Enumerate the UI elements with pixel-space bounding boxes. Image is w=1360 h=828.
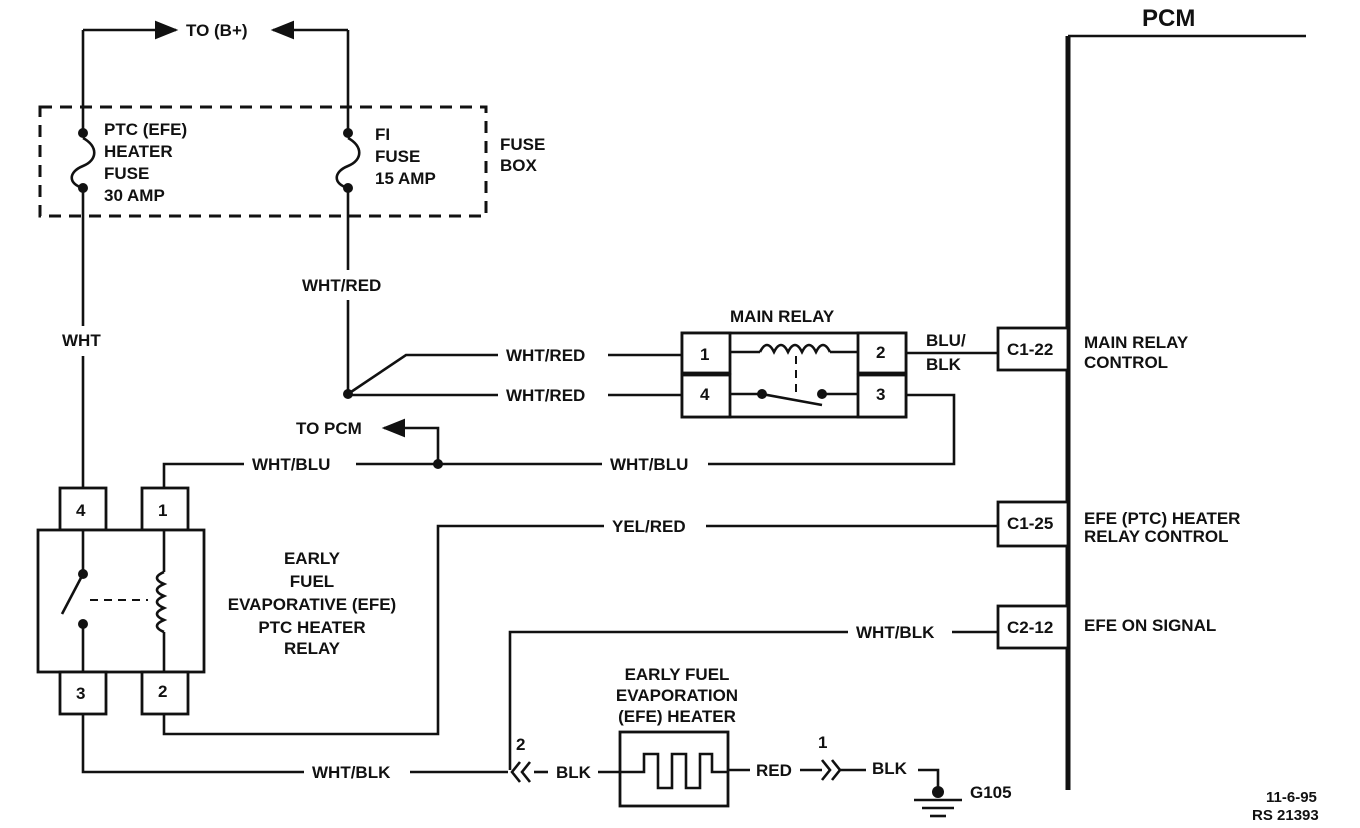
to-pcm-arrow	[381, 418, 440, 464]
svg-text:HEATER: HEATER	[104, 142, 173, 161]
svg-text:MAIN RELAY: MAIN RELAY	[1084, 333, 1189, 352]
svg-text:4: 4	[700, 385, 710, 404]
b-plus-label: TO (B+)	[186, 21, 248, 40]
ground-icon	[914, 798, 962, 818]
efe-heater-element	[620, 752, 728, 790]
fuse-box-outline	[38, 105, 488, 218]
wire-wht-red-2-label: WHT/RED	[506, 386, 585, 405]
svg-text:EVAPORATIVE (EFE): EVAPORATIVE (EFE)	[228, 595, 396, 614]
svg-text:C1-22: C1-22	[1007, 340, 1053, 359]
main-relay-pin-3	[856, 373, 908, 419]
svg-text:C1-25: C1-25	[1007, 514, 1053, 533]
wire-wht-blu-left-label: WHT/BLU	[252, 455, 330, 474]
efe-relay-pin-2	[140, 670, 190, 716]
svg-text:C2-12: C2-12	[1007, 618, 1053, 637]
main-relay-coil	[758, 343, 832, 355]
pcm-terminal-c2-12: C2-12 EFE ON SIGNAL	[996, 604, 1216, 650]
wire-wht: WHT	[62, 216, 101, 488]
svg-text:EARLY FUEL: EARLY FUEL	[625, 665, 730, 684]
wire-wht-blk-top-label: WHT/BLK	[856, 623, 935, 642]
svg-text:RELAY: RELAY	[284, 639, 341, 658]
wire-yel-red: YEL/RED	[162, 517, 998, 736]
svg-text:FUSE: FUSE	[375, 147, 420, 166]
heater-ground-circuit: RED 1 BLK G105	[728, 733, 1012, 818]
svg-text:2: 2	[158, 682, 167, 701]
main-relay: MAIN RELAY 1 2 4 3	[680, 307, 908, 419]
fuse-box-label-1: FUSE	[500, 135, 545, 154]
wire-wht-blk-bottom-label: WHT/BLK	[312, 763, 391, 782]
main-relay-pin-2	[856, 331, 908, 375]
svg-text:30 AMP: 30 AMP	[104, 186, 165, 205]
pcm-terminal-c1-25: C1-25 EFE (PTC) HEATER RELAY CONTROL	[996, 500, 1240, 548]
efe-heater: EARLY FUEL EVAPORATION (EFE) HEATER	[616, 665, 738, 808]
wire-wht-blu-right-label: WHT/BLU	[610, 455, 688, 474]
wire-wht-red-vertical-label: WHT/RED	[302, 276, 381, 295]
diagram-date: 11-6-95	[1266, 789, 1317, 806]
pcm-module: PCM	[1065, 5, 1306, 790]
pcm-terminal-c1-22: C1-22 MAIN RELAY CONTROL	[996, 326, 1189, 372]
svg-text:EVAPORATION: EVAPORATION	[616, 686, 738, 705]
wire-blk-right-label: BLK	[872, 759, 908, 778]
wire-blk-left-label: BLK	[556, 763, 592, 782]
b-plus-feed: TO (B+)	[81, 20, 350, 110]
svg-text:PTC HEATER: PTC HEATER	[258, 618, 365, 637]
fi-fuse-symbol	[335, 136, 361, 190]
svg-text:CONTROL: CONTROL	[1084, 353, 1168, 372]
efe-relay-switch	[60, 573, 85, 615]
main-relay-pin-1	[680, 331, 732, 375]
svg-text:FI: FI	[375, 125, 390, 144]
fuse-box-label-2: BOX	[500, 156, 538, 175]
connector-1-pin: 1	[818, 733, 827, 752]
svg-text:RELAY CONTROL: RELAY CONTROL	[1084, 527, 1229, 546]
pcm-title: PCM	[1142, 5, 1195, 32]
svg-text:(EFE) HEATER: (EFE) HEATER	[618, 707, 736, 726]
wire-wht-red-feed: WHT/RED WHT/RED WHT/RED	[302, 216, 682, 405]
svg-text:3: 3	[876, 385, 885, 404]
svg-text:EARLY: EARLY	[284, 549, 341, 568]
svg-text:2: 2	[876, 343, 885, 362]
efe-relay-pin-3	[58, 670, 108, 716]
ptc-fuse-symbol	[70, 136, 96, 190]
connector-1: 1	[818, 733, 842, 781]
svg-text:FUEL: FUEL	[290, 572, 334, 591]
wire-yel-red-label: YEL/RED	[612, 517, 686, 536]
svg-text:PTC (EFE): PTC (EFE)	[104, 120, 187, 139]
connector-2: 2 BLK	[510, 735, 620, 783]
wire-wht-red-1-label: WHT/RED	[506, 346, 585, 365]
fi-fuse: FI FUSE 15 AMP	[335, 110, 436, 216]
main-relay-pin-4	[680, 373, 732, 419]
wire-wht-blk-bottom: WHT/BLK	[81, 714, 508, 782]
svg-text:EFE (PTC) HEATER: EFE (PTC) HEATER	[1084, 509, 1240, 528]
fuse-box: FUSE BOX PTC (EFE) HEATER FUSE 30 AMP FI…	[38, 105, 545, 218]
svg-text:BLK: BLK	[926, 355, 962, 374]
efe-relay-label: EARLY FUEL EVAPORATIVE (EFE) PTC HEATER …	[228, 549, 396, 658]
diagram-reference: 11-6-95 RS 21393	[1252, 789, 1319, 824]
svg-text:3: 3	[76, 684, 85, 703]
svg-text:FUSE: FUSE	[104, 164, 149, 183]
wire-wht-blk-signal: WHT/BLK	[508, 623, 998, 770]
wire-blu-blk: BLU/ BLK	[906, 331, 998, 374]
main-relay-switch	[761, 392, 823, 407]
to-pcm-label: TO PCM	[296, 419, 362, 438]
svg-text:EFE ON SIGNAL: EFE ON SIGNAL	[1084, 616, 1216, 635]
ptc-heater-fuse: PTC (EFE) HEATER FUSE 30 AMP	[70, 110, 187, 216]
svg-text:BLU/: BLU/	[926, 331, 966, 350]
efe-relay-coil	[155, 570, 168, 634]
svg-text:4: 4	[76, 501, 86, 520]
wire-red-label: RED	[756, 761, 792, 780]
efe-heater-body	[618, 730, 730, 808]
svg-text:1: 1	[158, 501, 167, 520]
ground-label: G105	[970, 783, 1012, 802]
svg-text:15 AMP: 15 AMP	[375, 169, 436, 188]
efe-relay-pin-4	[58, 486, 108, 532]
efe-ptc-heater-relay: 4 1 3 2 EARLY FUEL EVAPORATIVE (EFE) PTC…	[36, 486, 396, 716]
wire-wht-label: WHT	[62, 331, 101, 350]
efe-relay-pin-1	[140, 486, 190, 532]
diagram-ref-number: RS 21393	[1252, 807, 1319, 824]
main-relay-title: MAIN RELAY	[730, 307, 835, 326]
svg-text:1: 1	[700, 345, 709, 364]
wire-wht-blu: WHT/BLU TO PCM WHT/BLU	[162, 393, 956, 488]
connector-2-pin: 2	[516, 735, 525, 754]
